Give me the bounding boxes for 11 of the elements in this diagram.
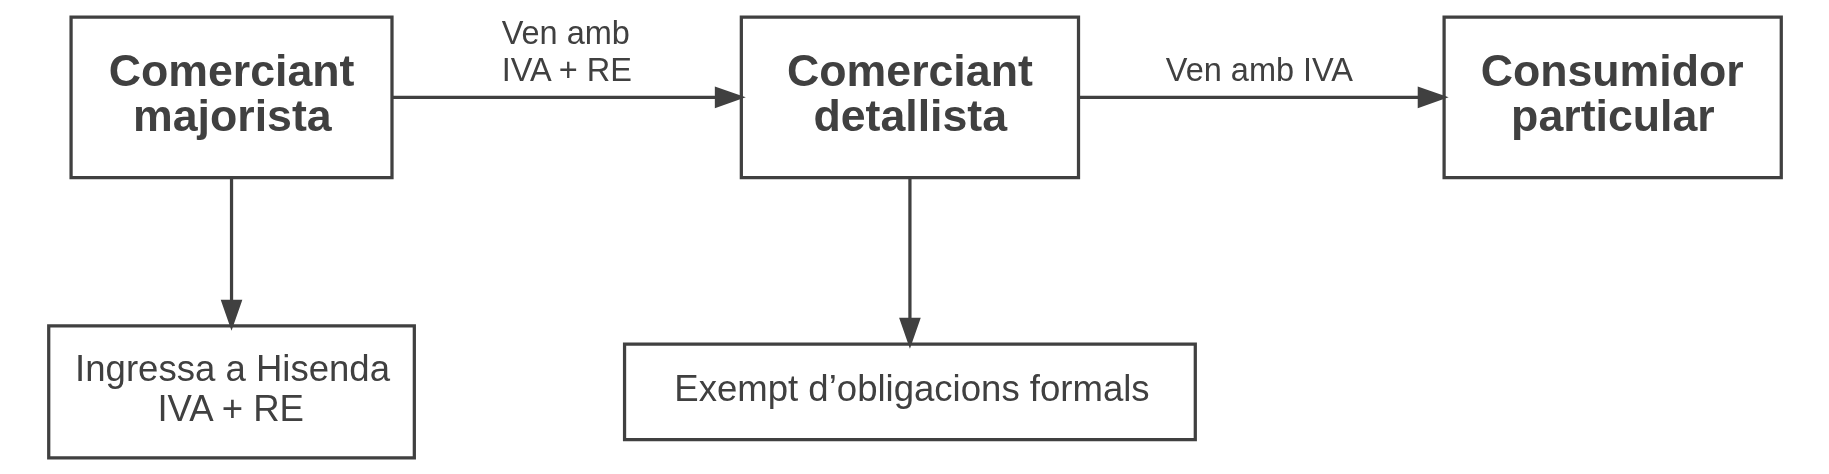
node-box: Comerciant detallista (739, 15, 1080, 179)
edge-label: Ven amb IVA + RE (501, 14, 632, 88)
arrow (220, 177, 242, 331)
node-box: Consumidor particular (1441, 15, 1783, 179)
node-box: Ingressa a Hisenda IVA + RE (46, 323, 416, 459)
edge-label: Ven amb IVA (1165, 51, 1353, 88)
arrow (391, 86, 746, 108)
arrow (1078, 86, 1449, 108)
arrow (898, 177, 921, 349)
node-box: Comerciant majorista (68, 15, 394, 179)
node-box: Exempt d’obligacions formals (622, 342, 1197, 441)
